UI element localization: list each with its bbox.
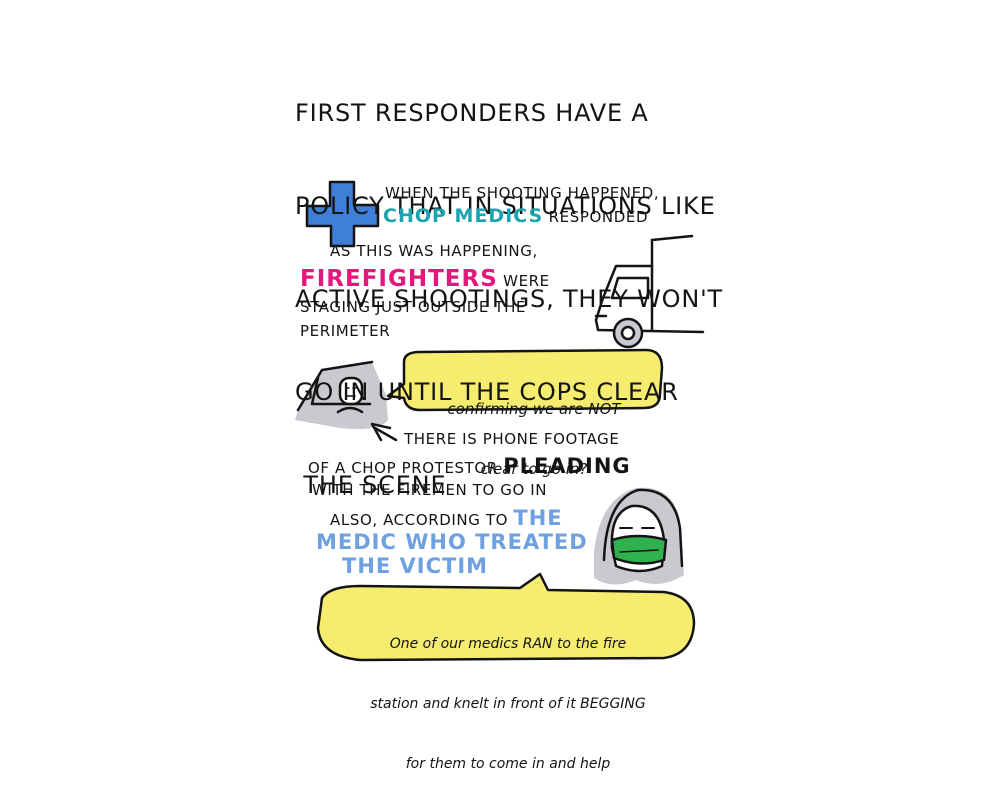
car-driver-icon <box>295 360 398 442</box>
radio-speech-bubble <box>386 348 664 412</box>
radio-bubble-line: confirming we are NOT <box>447 400 621 418</box>
medical-cross-icon <box>305 180 380 248</box>
intro-line: THE SCENE <box>295 471 447 499</box>
medics-line-1: WHEN THE SHOOTING HAPPENED, <box>385 184 660 202</box>
illustration-layer <box>295 180 705 662</box>
chop-medics-highlight: CHOP MEDICS <box>383 205 544 227</box>
quote-bubble-line: One of our medics RAN to the fire <box>389 636 627 652</box>
firefighters-line-4: PERIMETER <box>300 322 391 340</box>
medic-quote-line-2: MEDIC WHO TREATED <box>316 530 588 554</box>
quote-speech-bubble <box>316 572 696 662</box>
fire-truck-icon <box>594 234 705 349</box>
medics-line-2: CHOP MEDICS RESPONDED <box>383 207 648 226</box>
footage-line-3: WITH THE FIREMEN TO GO IN <box>312 481 548 499</box>
intro-line: FIRST RESPONDERS HAVE A <box>295 99 649 127</box>
footage-line-1: THERE IS PHONE FOOTAGE <box>404 430 620 448</box>
masked-medic-icon <box>594 487 684 585</box>
according-to-text: ALSO, ACCORDING TO <box>330 511 514 529</box>
medics-responded-text: RESPONDED <box>543 208 649 226</box>
intro-line: GO IN UNTIL THE COPS CLEAR <box>295 378 679 406</box>
footage-pre-text: OF A CHOP PROTESTOR <box>308 459 504 477</box>
intro-text: FIRST RESPONDERS HAVE A POLICY THAT IN S… <box>295 36 723 532</box>
the-highlight: THE <box>513 506 563 530</box>
footage-line-2: OF A CHOP PROTESTOR PLEADING <box>308 456 631 477</box>
firefighters-were-text: WERE <box>497 272 550 290</box>
firefighters-highlight: FIREFIGHTERS <box>300 266 498 292</box>
firefighters-line-2: FIREFIGHTERS WERE <box>300 268 550 291</box>
intro-line: POLICY THAT IN SITUATIONS LIKE <box>295 192 716 220</box>
firefighters-line-3: STAGING JUST OUTSIDE THE <box>300 298 527 316</box>
firefighters-line-1: AS THIS WAS HAPPENING, <box>330 242 538 260</box>
medic-quote-line-3: THE VICTIM <box>342 554 489 578</box>
medic-quote-line-1: ALSO, ACCORDING TO THE <box>330 508 563 529</box>
quote-bubble-line: for them to come in and help <box>405 756 611 772</box>
pleading-highlight: PLEADING <box>503 454 631 478</box>
radio-bubble-text: confirming we are NOT clear to go in? <box>414 359 654 499</box>
quote-bubble-text: One of our medics RAN to the fire statio… <box>324 594 692 794</box>
intro-line: ACTIVE SHOOTINGS, THEY WON'T <box>295 285 723 313</box>
radio-bubble-line: clear to go in? <box>480 460 588 478</box>
quote-bubble-line: station and knelt in front of it BEGGING <box>370 696 646 712</box>
